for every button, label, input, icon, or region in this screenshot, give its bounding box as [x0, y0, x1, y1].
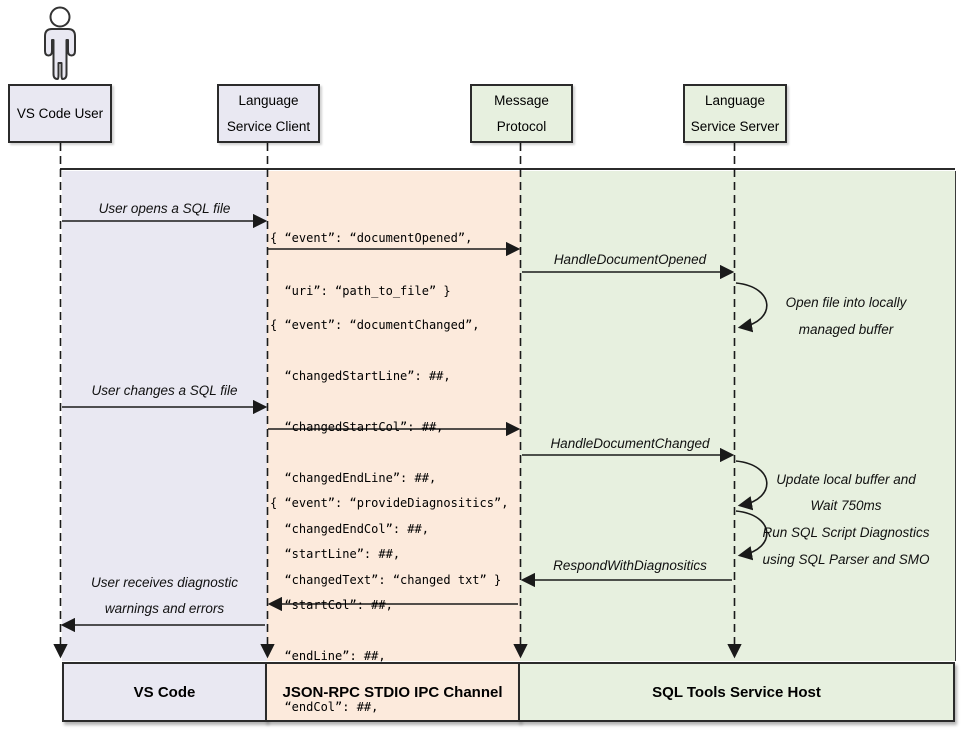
actor-box-language-service-server: Language Service Server	[683, 84, 787, 143]
self-loop-run-diagnostics	[735, 510, 768, 561]
footer-label: SQL Tools Service Host	[652, 683, 821, 701]
label-user-opens-sql-file: User opens a SQL file	[98, 201, 231, 216]
payload-line: “changedStartCol”: ##,	[270, 420, 444, 434]
footer-box-vscode: VS Code	[62, 662, 267, 722]
band-ipc-channel	[267, 171, 520, 661]
footer-box-jsonrpc-channel: JSON-RPC STDIO IPC Channel	[265, 662, 520, 722]
payload-line: “changedText”: “changed txt” }	[270, 573, 502, 587]
payload-provide-diagnostics: { “event”: “provideDiagnositics”, “start…	[270, 464, 508, 732]
label-open-file-locally-line1: Open file into locally	[785, 295, 907, 310]
actor-label: Message	[494, 92, 549, 108]
label-run-diagnostics-line2: using SQL Parser and SMO	[762, 552, 930, 567]
label-user-changes-sql-file: User changes a SQL file	[91, 383, 238, 398]
payload-line: “startCol”: ##,	[270, 598, 393, 612]
actor-label: Language	[704, 92, 766, 108]
label-user-receives-diagnostic-line1: User receives diagnostic	[90, 575, 239, 590]
payload-line: “changedEndCol”: ##,	[270, 522, 429, 536]
label-update-buffer-line1: Update local buffer and	[776, 472, 916, 487]
actor-label: Service Server	[690, 118, 780, 134]
label-run-diagnostics-line1: Run SQL Script Diagnostics	[762, 525, 930, 540]
footer-label: VS Code	[133, 683, 196, 701]
payload-line: { “event”: “documentChanged”,	[270, 318, 480, 332]
payload-document-opened: { “event”: “documentOpened”, “uri”: “pat…	[270, 198, 472, 332]
self-loop-open-file	[735, 282, 768, 333]
footer-label: JSON-RPC STDIO IPC Channel	[282, 683, 503, 701]
label-respond-with-diagnostics: RespondWithDiagnositics	[553, 558, 707, 573]
payload-line: “endLine”: ##,	[270, 649, 386, 663]
actor-label: Language	[238, 92, 299, 108]
footer-box-sql-tools-service-host: SQL Tools Service Host	[518, 662, 955, 722]
label-user-receives-diagnostic-line2: warnings and errors	[104, 601, 225, 616]
payload-line: “changedStartLine”: ##,	[270, 369, 451, 383]
label-open-file-locally-line2: managed buffer	[798, 322, 894, 337]
label-handle-document-opened: HandleDocumentOpened	[553, 252, 707, 267]
payload-line: { “event”: “provideDiagnositics”,	[270, 496, 509, 510]
payload-line: “startLine”: ##,	[270, 547, 401, 561]
actor-box-vscode-user: VS Code User	[8, 84, 112, 143]
payload-document-changed: { “event”: “documentChanged”, “changedSt…	[270, 286, 501, 620]
actor-label: Protocol	[496, 118, 547, 134]
actor-box-message-protocol: Message Protocol	[470, 84, 573, 143]
payload-line: “uri”: “path_to_file” }	[270, 284, 451, 298]
payload-line: “endCol”: ##,	[270, 700, 379, 714]
label-handle-document-changed: HandleDocumentChanged	[550, 436, 710, 451]
self-loop-update-buffer	[735, 460, 768, 511]
actor-label: VS Code User	[16, 105, 104, 121]
band-vscode	[62, 171, 267, 661]
actor-label: Service Client	[226, 118, 311, 134]
payload-line: “changedEndLine”: ##,	[270, 471, 437, 485]
actor-box-language-service-client: Language Service Client	[217, 84, 320, 143]
payload-line: { “event”: “documentOpened”,	[270, 231, 473, 245]
user-actor-icon	[44, 6, 76, 80]
label-update-buffer-line2: Wait 750ms	[810, 498, 882, 513]
